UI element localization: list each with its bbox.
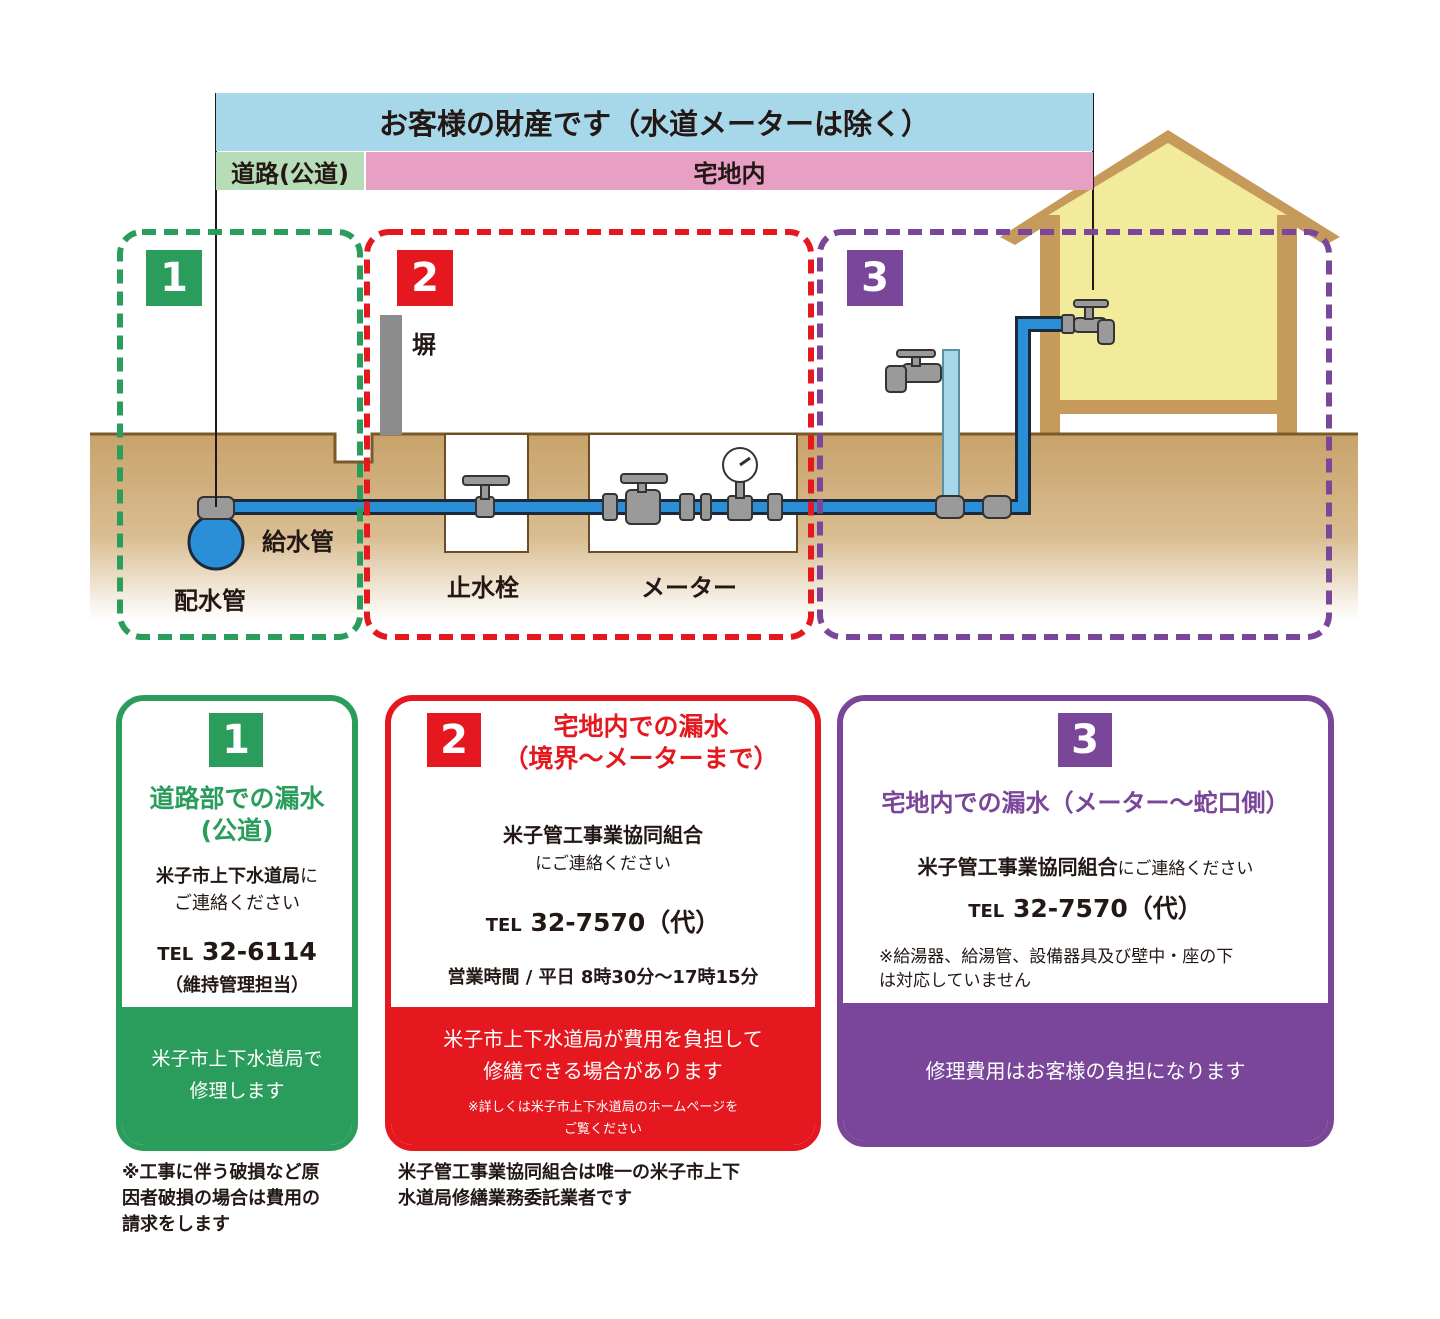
card-3-number: 3 bbox=[1058, 713, 1112, 767]
main-pipe bbox=[187, 513, 245, 571]
card-1-contact: 米子市上下水道局に ご連絡ください bbox=[122, 863, 352, 917]
faucet-icon bbox=[885, 349, 942, 393]
zone-3-number: 3 bbox=[847, 250, 903, 306]
scene-graphic bbox=[90, 93, 1358, 640]
house-faucet-icon bbox=[1061, 299, 1115, 345]
zone-1-outline bbox=[117, 229, 363, 640]
card-2-bottom-text: 米子市上下水道局が費用を負担して 修繕できる場合があります bbox=[443, 1027, 763, 1083]
card-2-footnote: 米子管工事業協同組合は唯一の米子市上下 水道局修繕業務委託業者です bbox=[398, 1162, 740, 1209]
property-banner: お客様の財産です（水道メーターは除く） bbox=[216, 93, 1093, 151]
stop-valve-label: 止水栓 bbox=[447, 574, 519, 602]
road-banner: 道路(公道) bbox=[216, 152, 364, 190]
card-3-contact: 米子管工事業協同組合にご連絡ください bbox=[843, 851, 1328, 880]
main-pipe-label: 配水管 bbox=[174, 587, 246, 615]
meter-box bbox=[588, 433, 798, 553]
card-2-hours: 営業時間 / 平日 8時30分〜17時15分 bbox=[447, 967, 759, 988]
card-boundary-meter: 2 宅地内での漏水 （境界〜メーターまで） 米子管工事業協同組合 にご連絡くださ… bbox=[385, 695, 821, 1151]
card-3-title: 宅地内での漏水（メーター〜蛇口側） bbox=[881, 789, 1290, 817]
card-1-tel-note: （維持管理担当） bbox=[165, 975, 309, 996]
card-1-footnote: ※工事に伴う破損など原 因者破損の場合は費用の 請求をします bbox=[122, 1162, 320, 1235]
zone-2-outline bbox=[364, 229, 814, 640]
pipe-diagram-scene bbox=[90, 93, 1358, 640]
card-1-tel-number: 32-6114 bbox=[202, 937, 317, 966]
card-1-contact-org: 米子市上下水道局 bbox=[156, 866, 300, 887]
card-2-title: 宅地内での漏水 （境界〜メーターまで） bbox=[503, 712, 779, 773]
card-road: 1 道路部での漏水 (公道) 米子市上下水道局に ご連絡ください TEL 32-… bbox=[116, 695, 358, 1151]
card-2-number: 2 bbox=[427, 713, 481, 767]
card-3-contact-org: 米子管工事業協同組合 bbox=[917, 855, 1118, 879]
card-2-org: 米子管工事業協同組合 bbox=[503, 823, 703, 847]
card-3-note: ※給湯器、給湯管、設備器具及び壁中・座の下 は対応していません bbox=[879, 947, 1234, 991]
card-1-tel: TEL 32-6114 bbox=[122, 937, 352, 966]
card-2-contact: にご連絡ください bbox=[535, 854, 671, 874]
tel-prefix: TEL bbox=[968, 901, 1005, 922]
card-1-bottom-text: 米子市上下水道局で 修理します bbox=[151, 1048, 323, 1102]
stop-valve-icon bbox=[462, 475, 510, 518]
card-2-bottom-note: ※詳しくは米子市上下水道局のホームページを ご覧ください bbox=[467, 1100, 739, 1137]
card-3-tel-number: 32-7570（代） bbox=[1013, 894, 1203, 923]
tel-prefix: TEL bbox=[157, 944, 194, 965]
meter-icon bbox=[620, 447, 758, 525]
card-2-tel: TEL 32-7570（代） bbox=[391, 903, 815, 939]
card-1-title: 道路部での漏水 (公道) bbox=[149, 784, 325, 845]
card-3-tel: TEL 32-7570（代） bbox=[843, 889, 1328, 925]
zone-1-number: 1 bbox=[146, 250, 202, 306]
wall-label: 塀 bbox=[412, 331, 436, 359]
tel-prefix: TEL bbox=[485, 915, 522, 936]
house-banner: 宅地内 bbox=[366, 152, 1093, 190]
zone-2-number: 2 bbox=[397, 250, 453, 306]
supply-pipe-label: 給水管 bbox=[262, 528, 334, 556]
card-3-bottom-text: 修理費用はお客様の負担になります bbox=[925, 1059, 1246, 1083]
zone-3-outline bbox=[817, 229, 1332, 640]
card-2-tel-number: 32-7570（代） bbox=[530, 908, 721, 937]
card-1-number: 1 bbox=[209, 713, 263, 767]
wall-block bbox=[380, 315, 402, 435]
meter-label: メーター bbox=[641, 574, 737, 602]
card-meter-faucet: 3 宅地内での漏水（メーター〜蛇口側） 米子管工事業協同組合にご連絡ください T… bbox=[837, 695, 1334, 1147]
card-3-contact-rest: にご連絡ください bbox=[1117, 859, 1254, 879]
card-1-contact-rest: に ご連絡ください bbox=[174, 866, 318, 914]
